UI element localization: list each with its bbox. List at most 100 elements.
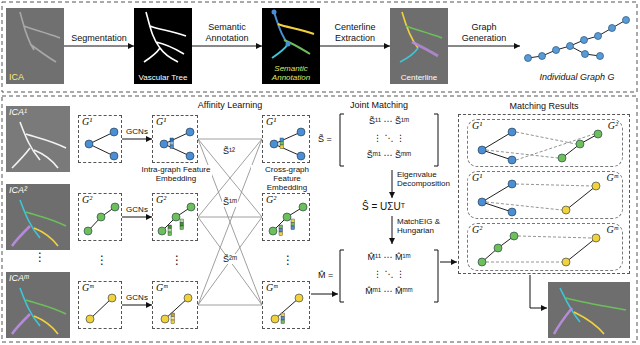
graph-nodes-yellow: [592, 234, 600, 242]
diagram-label: Affinity Learning: [190, 100, 270, 110]
graph-nodes-yellow: [562, 206, 570, 214]
ica-image-m: [34, 316, 58, 334]
image-box: ICAᵐ: [6, 272, 70, 338]
individual-graph: [623, 17, 630, 24]
feature-bars: [281, 317, 285, 321]
diagram-label: S̃¹ᵐ: [222, 197, 238, 207]
results-box: Matching ResultsG¹G²G¹GᵐG²Gᵐ: [458, 114, 630, 274]
node-label: Gᵐ: [82, 282, 93, 294]
feature-bars: [170, 142, 174, 146]
graph-edges: [482, 184, 596, 212]
result-ica-image: [548, 282, 630, 338]
graph-box: Individual Graph G: [520, 8, 634, 84]
individual-graph: [525, 55, 532, 62]
graph-nodes-blue: [478, 198, 486, 206]
node-label: Gᵐ: [607, 224, 618, 236]
affinity-line: [198, 139, 262, 305]
panel-frame: [2, 96, 637, 342]
feature-bars: [168, 232, 172, 236]
semantic-annotation-image: [272, 10, 277, 15]
centerline-image: [412, 42, 438, 56]
affinity-line: [198, 217, 262, 305]
diagram-label: S̃ =: [318, 134, 332, 144]
vascular-tree-image: [134, 8, 192, 84]
matching-lines: [486, 184, 592, 210]
diagram-label: M̂ᵐ¹ ⋯ M̂ᵐᵐ: [344, 286, 434, 296]
feature-bars: [280, 138, 284, 142]
ica-image-1: [6, 106, 70, 172]
edge-label: Segmentation: [70, 33, 128, 43]
centerline-image: [406, 26, 442, 38]
diagram-label: S̃¹²: [222, 146, 236, 156]
graph-nodes-blue: [508, 208, 516, 216]
node-label: Individual Graph G: [539, 72, 614, 82]
pair-box: G¹Gᵐ: [467, 171, 623, 219]
feature-bars: [281, 313, 285, 317]
affinity-line: [198, 139, 262, 305]
individual-graph: [582, 51, 589, 58]
diagram-label: Eigenvalue Decomposition: [397, 170, 457, 188]
feature-bars: [279, 225, 283, 229]
graph-nodes-green: [494, 244, 502, 252]
individual-graph: [581, 37, 588, 44]
flow-arrow: [311, 170, 547, 308]
feature-bars: [170, 145, 174, 149]
individual-graph: [539, 53, 546, 60]
image-box: Vascular Tree: [134, 8, 192, 84]
ica-image-m: [12, 314, 30, 334]
centerline-image: [400, 48, 418, 62]
affinity-line: [198, 217, 262, 218]
matrix-bracket: [340, 250, 438, 302]
graph-box: G²: [78, 193, 122, 241]
semantic-annotation-image: [262, 8, 320, 84]
individual-graph: [597, 53, 604, 60]
feature-bars: [168, 229, 172, 233]
semantic-annotation-image: [262, 8, 320, 84]
semantic-annotation-image: [286, 42, 291, 47]
feature-bars: [291, 223, 295, 227]
centerline-image: [390, 8, 448, 84]
result-ica-image: [560, 288, 580, 322]
diagram-label: Cross-graph Feature Embedding: [251, 165, 323, 193]
node-label: ICAᵐ: [9, 273, 29, 283]
semantic-annotation-image: [272, 44, 288, 58]
node-label: G¹: [472, 172, 482, 184]
graph-nodes-blue: [186, 152, 194, 160]
matching-lines: [486, 236, 592, 262]
result-ica-image: [574, 312, 604, 334]
node-label: Gᵐ: [156, 282, 167, 294]
flow-arrow: [311, 294, 338, 295]
graph-nodes-yellow: [161, 315, 169, 323]
flow-arrow: [392, 170, 393, 198]
graph-nodes-green: [576, 140, 584, 148]
graph-nodes-blue: [508, 180, 516, 188]
matching-lines: [486, 132, 594, 262]
feature-bars: [279, 232, 283, 236]
graph-nodes-green: [84, 227, 92, 235]
edge-label: Graph Generation: [449, 22, 519, 43]
ica-image-top: [20, 12, 60, 62]
affinity-line: [198, 139, 262, 140]
ica-image-2: [34, 228, 58, 246]
individual-graph: [553, 47, 560, 54]
semantic-annotation-image: [284, 40, 310, 54]
diagram-label: S̃²ᵐ: [222, 254, 238, 264]
matrix-bracket: [340, 114, 438, 302]
graph-box: G¹: [78, 115, 122, 163]
result-ica-image: [554, 308, 572, 334]
flow-arrow: [122, 305, 152, 306]
ica-image-m: [6, 272, 70, 338]
image-box: Centerline: [390, 8, 448, 84]
node-label: ICA²: [9, 185, 27, 195]
ica-image-1: [6, 106, 70, 172]
graph-nodes-green: [172, 213, 180, 221]
graph-nodes-yellow: [184, 294, 192, 302]
ica-image-2: [26, 212, 66, 226]
graph-edges: [89, 132, 301, 156]
graph-nodes-green: [594, 130, 602, 138]
feature-bars: [180, 226, 184, 230]
graph-nodes-blue: [160, 140, 168, 148]
ica-image-top: [6, 8, 64, 84]
semantic-annotation-image: [278, 24, 314, 34]
